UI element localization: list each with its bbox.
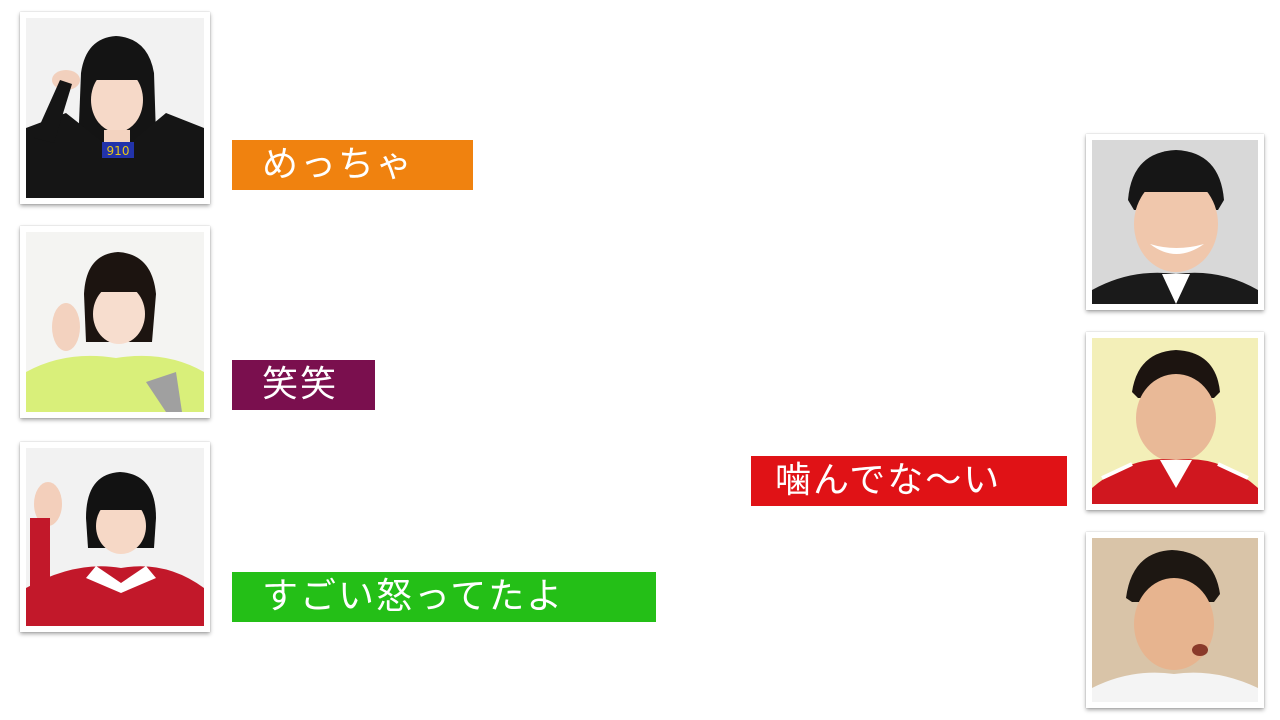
svg-text:910: 910 [107, 144, 130, 158]
caption-purple: 笑笑 [232, 360, 375, 410]
portrait-left-2 [20, 226, 210, 418]
portrait-illustration [1092, 538, 1258, 702]
portrait-illustration [1092, 338, 1258, 504]
portrait-right-1 [1086, 134, 1264, 310]
caption-orange: めっちゃ [232, 140, 473, 190]
portrait-illustration [26, 448, 204, 626]
portrait-illustration [1092, 140, 1258, 304]
caption-green: すごい怒ってたよ [232, 572, 656, 622]
caption-red: 噛んでな〜い [751, 456, 1067, 506]
portrait-left-1: 910 [20, 12, 210, 204]
portrait-photo [1092, 140, 1258, 304]
portrait-right-2 [1086, 332, 1264, 510]
portrait-photo [1092, 538, 1258, 702]
portrait-left-3 [20, 442, 210, 632]
portrait-photo [1092, 338, 1258, 504]
portrait-photo [26, 448, 204, 626]
portrait-right-3 [1086, 532, 1264, 708]
portrait-photo [26, 232, 204, 412]
portrait-photo: 910 [26, 18, 204, 198]
portrait-illustration: 910 [26, 18, 204, 198]
portrait-illustration [26, 232, 204, 412]
